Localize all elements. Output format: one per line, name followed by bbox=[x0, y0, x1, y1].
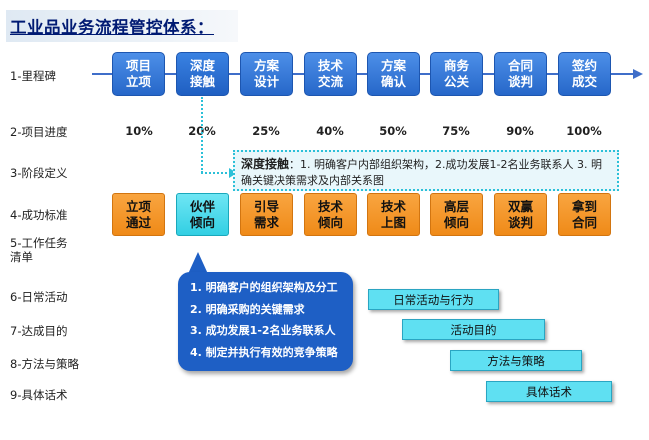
milestone-box[interactable]: 技术 交流 bbox=[304, 52, 357, 96]
stage-connector-vertical bbox=[201, 97, 203, 173]
progress-value: 50% bbox=[379, 124, 407, 138]
callout-pointer bbox=[188, 252, 208, 274]
task-item: 2. 明确采购的关键需求 bbox=[190, 302, 305, 316]
method-box[interactable]: 方法与策略 bbox=[450, 350, 582, 371]
goal-box[interactable]: 活动目的 bbox=[402, 319, 545, 340]
stage-definition-title: 深度接触 bbox=[241, 157, 290, 171]
row-label-stage-definition: 3-阶段定义 bbox=[10, 166, 68, 180]
task-item: 4. 制定并执行有效的竞争策略 bbox=[190, 345, 338, 359]
progress-value: 100% bbox=[566, 124, 602, 138]
row-label-task-list: 5-工作任务 清单 bbox=[10, 236, 68, 264]
axis-arrow-icon bbox=[633, 69, 643, 79]
progress-value: 90% bbox=[506, 124, 534, 138]
success-criteria-box[interactable]: 引导 需求 bbox=[240, 193, 293, 236]
success-criteria-box[interactable]: 立项 通过 bbox=[112, 193, 165, 236]
success-criteria-box[interactable]: 技术 上图 bbox=[367, 193, 420, 236]
page-title: 工业品业务流程管控体系： bbox=[10, 18, 214, 37]
row-label-goal: 7-达成目的 bbox=[10, 324, 68, 338]
row-label-milestone: 1-里程碑 bbox=[10, 69, 56, 83]
daily-activity-box[interactable]: 日常活动与行为 bbox=[368, 289, 499, 310]
stage-connector-horizontal bbox=[201, 172, 231, 174]
milestone-box[interactable]: 合同 谈判 bbox=[494, 52, 547, 96]
success-criteria-box[interactable]: 拿到 合同 bbox=[558, 193, 611, 236]
success-criteria-box[interactable]: 技术 倾向 bbox=[304, 193, 357, 236]
milestone-box[interactable]: 商务 公关 bbox=[430, 52, 483, 96]
success-criteria-box[interactable]: 双赢 谈判 bbox=[494, 193, 547, 236]
progress-value: 10% bbox=[125, 124, 153, 138]
progress-value: 40% bbox=[316, 124, 344, 138]
row-label-method: 8-方法与策略 bbox=[10, 357, 79, 371]
milestone-box[interactable]: 签约 成交 bbox=[558, 52, 611, 96]
task-list-callout: 1. 明确客户的组织架构及分工 2. 明确采购的关键需求 3. 成功发展1-2名… bbox=[178, 272, 353, 371]
progress-value: 75% bbox=[442, 124, 470, 138]
script-box[interactable]: 具体话术 bbox=[486, 381, 612, 402]
milestone-box[interactable]: 方案 确认 bbox=[367, 52, 420, 96]
stage-definition-text: ：1. 明确客户内部组织架构，2.成功发展1-2名业务联系人 3. 明确关键决策… bbox=[241, 158, 602, 187]
milestone-axis bbox=[92, 73, 635, 75]
row-label-daily-activity: 6-日常活动 bbox=[10, 290, 68, 304]
stage-definition-box: 深度接触：1. 明确客户内部组织架构，2.成功发展1-2名业务联系人 3. 明确… bbox=[233, 150, 619, 191]
milestone-box[interactable]: 方案 设计 bbox=[240, 52, 293, 96]
row-label-success-criteria: 4-成功标准 bbox=[10, 208, 68, 222]
success-criteria-box-active[interactable]: 伙伴 倾向 bbox=[176, 193, 229, 236]
progress-value: 25% bbox=[252, 124, 280, 138]
task-item: 3. 成功发展1-2名业务联系人 bbox=[190, 324, 336, 337]
milestone-box[interactable]: 项目 立项 bbox=[112, 52, 165, 96]
row-label-script: 9-具体话术 bbox=[10, 388, 68, 402]
milestone-box-active[interactable]: 深度 接触 bbox=[176, 52, 229, 96]
title-background bbox=[6, 10, 238, 42]
row-label-progress: 2-项目进度 bbox=[10, 125, 68, 139]
task-item: 1. 明确客户的组织架构及分工 bbox=[190, 281, 338, 294]
success-criteria-box[interactable]: 高层 倾向 bbox=[430, 193, 483, 236]
